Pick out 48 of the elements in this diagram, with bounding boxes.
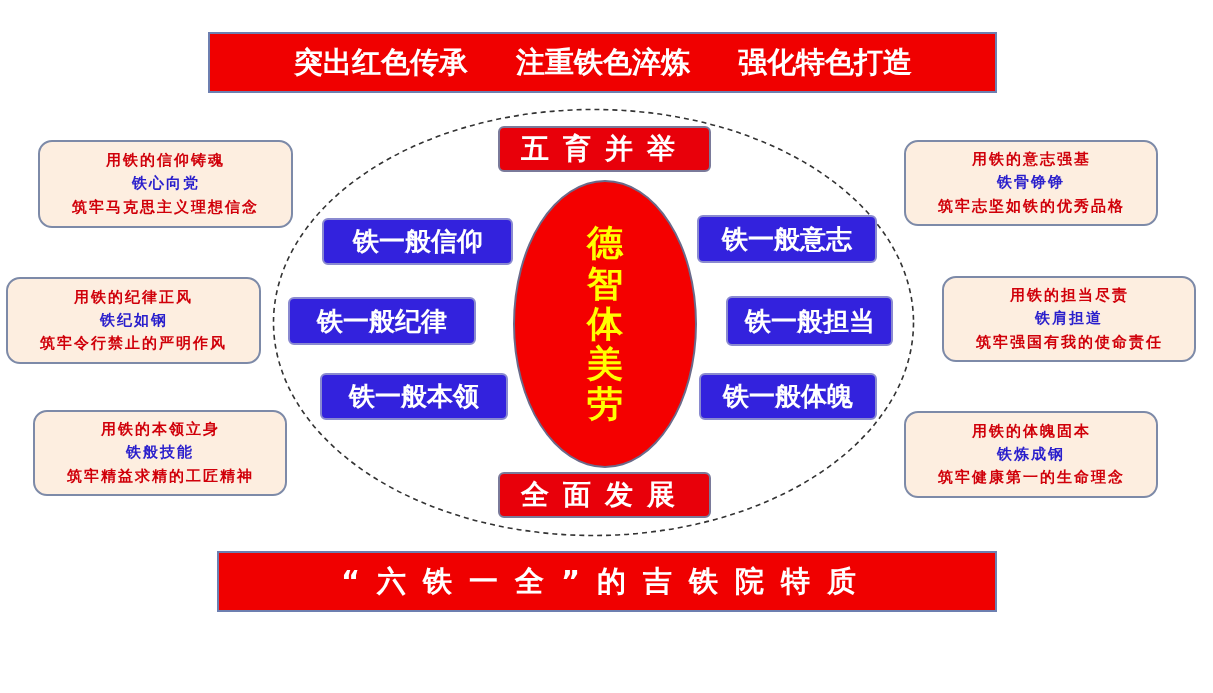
card-text: 筑牢精益求精的工匠精神 xyxy=(66,465,254,487)
box-text: 铁一般纪律 xyxy=(317,304,447,338)
box-text: 五育并举 xyxy=(520,131,689,167)
quality-box xyxy=(322,218,513,265)
box-text: 铁一般本领 xyxy=(349,380,479,413)
motto-text: 铁般技能 xyxy=(126,442,194,464)
heading-banner xyxy=(498,126,711,172)
motto-text: 铁肩担道 xyxy=(1035,308,1103,330)
card-text: 用铁的信仰铸魂 xyxy=(106,150,225,172)
banner-text: 突出红色传承 xyxy=(293,43,468,81)
motto-text: 铁骨铮铮 xyxy=(997,172,1065,194)
card-text: 用铁的纪律正风 xyxy=(74,286,193,308)
quality-box xyxy=(320,373,508,420)
box-text: 铁一般体魄 xyxy=(723,380,853,413)
banner-text: “六铁一全”的吉铁院特质 xyxy=(340,562,874,600)
title-banner xyxy=(217,551,997,612)
heading-banner xyxy=(498,472,711,518)
description-card xyxy=(6,277,261,364)
vertical-text: 德智体美劳 xyxy=(587,223,623,425)
card-text: 用铁的体魄固本 xyxy=(971,420,1091,442)
motto-text: 铁纪如钢 xyxy=(99,309,168,331)
card-text: 用铁的担当尽责 xyxy=(1009,285,1129,307)
description-card xyxy=(942,276,1196,362)
card-text: 筑牢志坚如铁的优秀品格 xyxy=(937,195,1125,217)
box-text: 铁一般信仰 xyxy=(352,225,483,258)
quality-box xyxy=(697,215,877,263)
banner-text: 强化特色打造 xyxy=(737,43,912,81)
description-card xyxy=(33,410,287,496)
motto-text: 铁炼成钢 xyxy=(997,443,1065,465)
box-text: 全面发展 xyxy=(520,477,689,513)
description-card xyxy=(904,140,1158,226)
card-text: 筑牢令行禁止的严明作风 xyxy=(40,333,227,355)
card-text: 用铁的本领立身 xyxy=(100,419,220,441)
description-card xyxy=(904,411,1158,498)
description-card xyxy=(38,140,293,228)
quality-box xyxy=(699,373,877,420)
card-text: 筑牢强国有我的使命责任 xyxy=(975,331,1163,353)
banner-text: 注重铁色淬炼 xyxy=(515,43,690,81)
title-banner xyxy=(208,32,997,93)
card-text: 用铁的意志强基 xyxy=(971,149,1091,171)
card-text: 筑牢健康第一的生命理念 xyxy=(937,467,1125,489)
card-text: 筑牢马克思主义理想信念 xyxy=(72,196,259,218)
motto-text: 铁心向党 xyxy=(131,173,200,195)
quality-box xyxy=(726,296,893,346)
quality-box xyxy=(288,297,476,345)
box-text: 铁一般担当 xyxy=(744,304,875,338)
box-text: 铁一般意志 xyxy=(722,222,852,256)
dashed-ellipse-frame xyxy=(272,108,915,537)
